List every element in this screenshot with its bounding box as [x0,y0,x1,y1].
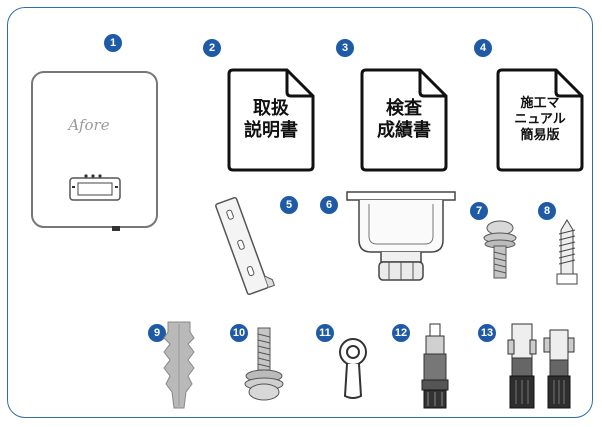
item-number-badge: 10 [230,324,248,342]
inverter-unit: Afore [30,70,160,231]
document-label: 検査 成績書 [377,97,431,142]
pv-connector [412,322,458,412]
item-number-badge: 11 [316,324,334,342]
item-number-badge: 3 [336,39,354,57]
item-number-badge: 6 [320,196,338,214]
ring-terminal [334,336,372,402]
item-number-badge: 13 [478,324,496,342]
item-number-badge: 8 [538,202,556,220]
screw-with-washer [482,220,522,282]
item-number-badge: 9 [148,324,166,342]
document-label: 取扱 説明書 [244,97,298,142]
mc4-connector-pair [506,320,578,412]
document-label: 施工マ ニュアル 簡易版 [514,95,566,144]
document-inspection-report: 検査 成績書 [360,68,448,172]
wall-plug-anchor [158,318,200,413]
item-number-badge: 7 [470,202,488,220]
ac-connector-cover [345,190,457,290]
document-installation-quick-guide: 施工マ ニュアル 簡易版 [496,68,584,172]
mounting-bracket [197,196,292,296]
item-number-badge: 12 [392,324,410,342]
item-number-badge: 2 [203,39,221,57]
expansion-bolt [553,218,581,286]
item-number-badge: 5 [280,196,298,214]
brand-logo-text: Afore [68,116,110,134]
item-number-badge: 4 [474,39,492,57]
long-screw-with-washer [242,324,286,404]
document-manual: 取扱 説明書 [227,68,315,172]
item-number-badge: 1 [104,34,122,52]
